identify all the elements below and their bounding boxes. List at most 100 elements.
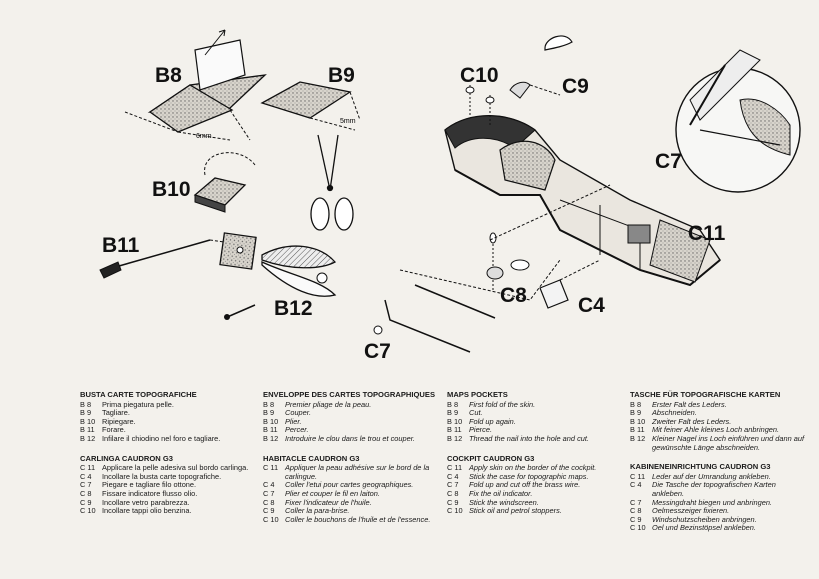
label-c4: C4 [578,294,605,317]
part-code: C 8 [263,497,275,507]
instruction-row: B 12 Thread the nail into the hole and cu… [447,433,625,444]
label-c8: C8 [500,284,527,307]
instruction-text: Fissare indicatore flusso olio. [102,488,198,498]
label-c9: C9 [562,75,589,98]
part-code: C 9 [447,497,459,507]
instruction-text: Infilare il chiodino nel foro e tagliare… [102,433,221,443]
part-code: C 7 [630,497,642,507]
instruction-row: B 9 Couper. [263,409,441,418]
label-c10: C10 [460,64,499,87]
label-c7-detail: C7 [655,150,682,173]
part-code: B 8 [630,399,642,409]
section-title: MAPS POCKETS [447,390,508,399]
instruction-text: Plier et couper le fil en laiton. [285,488,380,498]
part-code: B 11 [263,425,278,435]
instruction-text: Apply skin on the border of the cockpit. [469,463,597,473]
c7-brass-wire-drawing [373,184,611,353]
instruction-text: Abschneiden. [652,408,697,418]
instruction-text: Incollare la busta carte topografiche. [102,471,222,481]
instruction-text: Incollare tappi olio benzina. [102,506,192,516]
part-code: B 10 [630,416,646,426]
label-c7: C7 [364,340,391,363]
label-b9: B9 [328,64,355,87]
label-b10: B10 [152,178,191,201]
instruction-text: Oel und Bezinstöpsel ankleben. [652,523,756,533]
instruction-text: Prima piegatura pelle. [102,399,174,409]
instruction-row: B 10 Zweiter Falt des Leders. [630,416,808,427]
part-code: C 9 [80,497,92,507]
instruction-text: Oelmesszeiger fixieren. [652,506,730,516]
instruction-text: Coller le bouchons de l'huile et de l'es… [285,514,431,524]
part-code: C 11 [80,463,96,473]
instruction-text: Piegare e tagliare filo ottone. [102,480,197,490]
c4-map-case-drawing [539,259,601,309]
c9-windscreen-drawing [509,35,573,99]
c7-detail-circle [675,49,801,193]
part-code: B 8 [80,399,92,409]
instruction-text: Kleiner Nagel ins Loch einführen und dan… [652,433,805,452]
instruction-row: C 4 Incollare la busta carte topografiche… [80,471,258,482]
part-code: B 9 [263,408,275,418]
instruction-text: Messingdraht biegen und anbringen. [652,497,772,507]
part-code: B 12 [80,433,96,443]
part-code: C 7 [447,480,459,490]
instruction-text: Leder auf der Umrandung ankleben. [652,471,771,481]
b12-pliers-drawing [224,245,337,320]
b11-awl-drawing [99,232,257,279]
part-code: C 10 [80,506,96,516]
instruction-text: Pierce. [469,425,493,435]
cockpit-drawing [444,115,721,287]
section-title: BUSTA CARTE TOPOGRAFICHE [80,390,197,399]
instruction-text: Couper. [285,408,312,418]
instruction-text: Stick the windscreen. [469,497,539,507]
instruction-text: Erster Falt des Leders. [652,399,727,409]
section-title: TASCHE FÜR TOPOGRAFISCHE KARTEN [630,390,781,399]
instruction-text: Fold up and cut off the brass wire. [469,480,581,490]
instruction-text: Applicare la pelle adesiva sul bordo car… [102,463,249,473]
part-code: B 12 [447,433,463,443]
part-code: C 8 [447,488,459,498]
label-b8: B8 [155,64,182,87]
instruction-row: C 7 Fold up and cut off the brass wire. [447,481,625,490]
instruction-text: Die Tasche der topografischen Karten ank… [652,480,776,498]
part-code: C 4 [80,471,92,481]
instruction-row: C 11 Apply skin on the border of the cock… [447,464,625,473]
instruction-text: Thread the nail into the hole and cut. [469,433,589,443]
instruction-text: Fold up again. [469,416,516,426]
instruction-text: Percer. [285,425,309,435]
label-b11: B11 [102,234,140,257]
instruction-text: Stick oil and petrol stoppers. [469,506,562,516]
section-title: HABITACLE CAUDRON G3 [263,453,360,463]
section-title: CARLINGA CAUDRON G3 [80,453,173,463]
instruction-text: Premier pliage de la peau. [285,399,372,409]
b9-cut-drawing [260,81,361,131]
part-code: C 10 [447,506,463,516]
part-code: B 9 [630,408,642,418]
instruction-text: Zweiter Falt des Leders. [652,416,732,426]
instruction-text: Introduire le clou dans le trou et coupe… [285,433,415,443]
part-code: B 10 [80,416,96,426]
dim-b8: 6mm [196,133,212,140]
part-code: B 11 [630,425,645,435]
part-code: C 11 [447,463,463,473]
